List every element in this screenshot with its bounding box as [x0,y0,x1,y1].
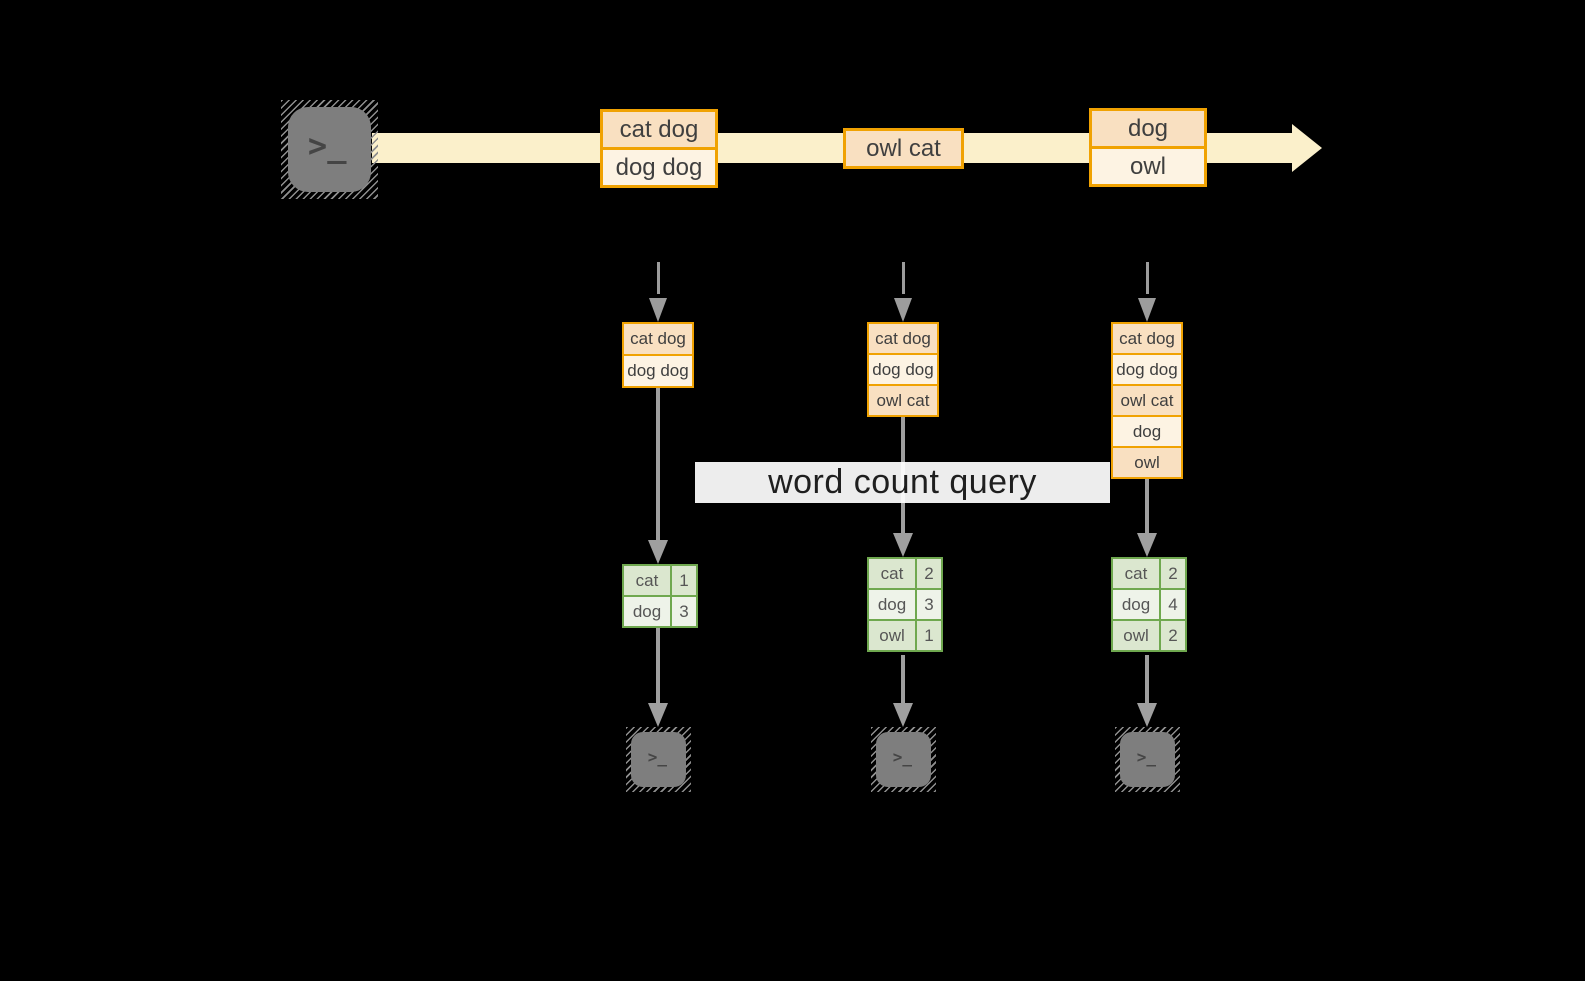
count-value: 3 [672,597,696,626]
state-line: cat dog [869,324,937,353]
terminal-screen: >_ [631,732,686,787]
query-label: word count query [695,462,1110,503]
dashed-arrow-line [901,262,905,294]
terminal-prompt-icon: >_ [307,125,347,164]
count-word: dog [1113,590,1159,619]
state-line: dog [1113,417,1181,446]
dashed-arrowhead-icon [649,298,667,322]
output-arrowhead-icon [648,703,668,727]
state-line: cat dog [624,324,692,354]
batch-line: owl cat [846,131,961,166]
source-terminal-icon: >_ [281,100,378,199]
dashed-arrowhead-icon [894,298,912,322]
count-word: cat [1113,559,1159,588]
input-state-box-2: cat dog dog dog owl cat [867,322,939,417]
output-arrow-line [901,655,905,703]
terminal-screen: >_ [1120,732,1175,787]
query-arrowhead-icon [1137,533,1157,557]
terminal-prompt-icon: >_ [892,747,912,767]
batch-line: dog dog [603,150,715,185]
count-value: 2 [1161,621,1185,650]
query-arrow-line [656,388,660,540]
batch-box-1: cat dog dog dog [600,109,718,188]
terminal-prompt-icon: >_ [647,747,667,767]
dashed-arrow-line [1145,262,1149,294]
sink-terminal-icon-3: >_ [1115,727,1180,792]
query-arrowhead-icon [648,540,668,564]
count-value: 2 [917,559,941,588]
output-arrowhead-icon [1137,703,1157,727]
count-value: 1 [672,566,696,595]
count-word: dog [869,590,915,619]
state-line: dog dog [869,355,937,384]
query-label-text: word count query [768,463,1037,501]
dashed-arrowhead-icon [1138,298,1156,322]
state-line: owl cat [1113,386,1181,415]
output-arrow-line [1145,655,1149,703]
sink-terminal-icon-1: >_ [626,727,691,792]
count-table-2: cat 2 dog 3 owl 1 [867,557,943,652]
count-table-1: cat 1 dog 3 [622,564,698,628]
input-state-box-1: cat dog dog dog [622,322,694,388]
batch-box-3: dog owl [1089,108,1207,187]
batch-line: dog [1092,111,1204,146]
batch-box-2: owl cat [843,128,964,169]
count-value: 4 [1161,590,1185,619]
output-arrow-line [656,628,660,703]
terminal-screen: >_ [288,107,371,192]
input-state-box-3: cat dog dog dog owl cat dog owl [1111,322,1183,479]
count-value: 1 [917,621,941,650]
sink-terminal-icon-2: >_ [871,727,936,792]
state-line: dog dog [624,356,692,386]
terminal-prompt-icon: >_ [1136,747,1156,767]
stream-arrowhead [1292,124,1322,172]
count-word: dog [624,597,670,626]
count-word: cat [869,559,915,588]
count-value: 2 [1161,559,1185,588]
output-arrowhead-icon [893,703,913,727]
batch-line: owl [1092,149,1204,184]
batch-line: cat dog [603,112,715,147]
state-line: owl [1113,448,1181,477]
query-arrow-line [1145,479,1149,533]
count-word: cat [624,566,670,595]
state-line: owl cat [869,386,937,415]
dashed-arrow-line [656,262,660,294]
state-line: dog dog [1113,355,1181,384]
count-table-3: cat 2 dog 4 owl 2 [1111,557,1187,652]
state-line: cat dog [1113,324,1181,353]
count-value: 3 [917,590,941,619]
count-word: owl [869,621,915,650]
count-word: owl [1113,621,1159,650]
terminal-screen: >_ [876,732,931,787]
query-arrowhead-icon [893,533,913,557]
